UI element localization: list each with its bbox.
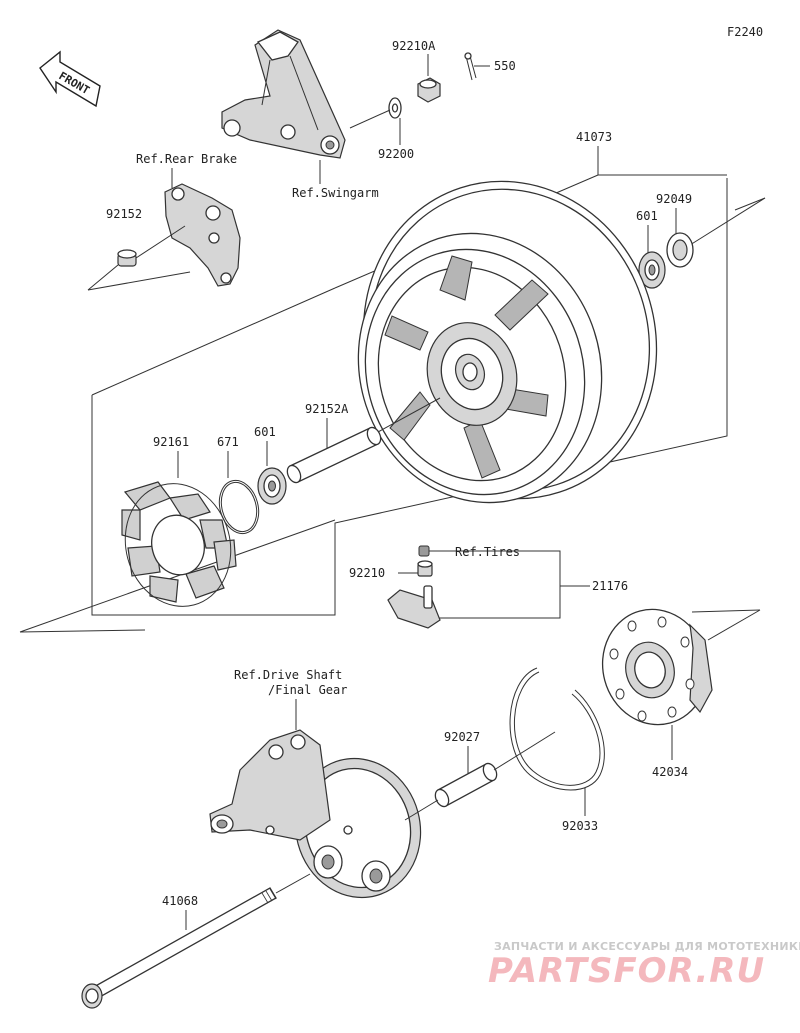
callout-92033: 92033: [562, 819, 598, 833]
rear-brake-bracket: [164, 183, 241, 287]
part-92027-collar: [404, 731, 556, 821]
part-92200-washer: [349, 97, 402, 145]
rear-wheel-41073: [357, 180, 658, 504]
part-601-bearing-top: [638, 251, 666, 289]
callout-550: 550: [494, 59, 516, 73]
callout-21176: 21176: [592, 579, 628, 593]
part-601-bearing-mid: [257, 467, 287, 505]
ref-swingarm: Ref.Swingarm: [292, 186, 379, 200]
callout-92027: 92027: [444, 730, 480, 744]
ref-rear-brake: Ref.Rear Brake: [136, 152, 237, 166]
figure-code: F2240: [727, 25, 763, 39]
callout-92152A: 92152A: [305, 402, 349, 416]
watermark: ЗАПЧАСТИ И АКСЕССУАРЫ ДЛЯ МОТОТЕХНИКИ PA…: [488, 940, 800, 991]
part-671-o-ring: [218, 479, 260, 535]
callout-601-top: 601: [636, 209, 658, 223]
watermark-subtitle: ЗАПЧАСТИ И АКСЕССУАРЫ ДЛЯ МОТОТЕХНИКИ: [494, 940, 800, 953]
final-gear-case: [209, 729, 422, 899]
valve-cap: [418, 545, 430, 557]
part-92161-damper: [121, 481, 237, 607]
callout-42034: 42034: [652, 765, 688, 779]
valve-body: [387, 585, 441, 629]
callout-671: 671: [217, 435, 239, 449]
part-92210A-nut: [417, 54, 441, 103]
part-92033-circlip: [509, 667, 605, 791]
tire-valve-box: [436, 550, 590, 619]
part-92152A-collar: [286, 397, 441, 484]
part-92049-seal: [666, 232, 694, 268]
callout-92152: 92152: [106, 207, 142, 221]
part-92152-collar: [117, 225, 186, 267]
part-42034-hub: [601, 608, 761, 726]
part-41068-axle: [81, 873, 311, 1009]
callout-41068: 41068: [162, 894, 198, 908]
callout-92200: 92200: [378, 147, 414, 161]
part-92210-nut: [417, 560, 433, 577]
ref-drive-shaft-2: /Final Gear: [268, 683, 347, 697]
front-arrow-icon: FRONT: [39, 50, 101, 108]
ref-tires: Ref.Tires: [455, 545, 520, 559]
callout-92210: 92210: [349, 566, 385, 580]
swingarm-ref-part: [221, 29, 346, 159]
callout-92210A: 92210A: [392, 39, 436, 53]
callout-41073: 41073: [576, 130, 612, 144]
assembly-frame: [19, 174, 766, 633]
callout-92161: 92161: [153, 435, 189, 449]
callout-92049: 92049: [656, 192, 692, 206]
part-550-cotter-pin: [464, 52, 490, 81]
watermark-brand: PARTSFOR.RU: [488, 951, 765, 991]
callout-601-mid: 601: [254, 425, 276, 439]
ref-drive-shaft-1: Ref.Drive Shaft: [234, 668, 342, 682]
